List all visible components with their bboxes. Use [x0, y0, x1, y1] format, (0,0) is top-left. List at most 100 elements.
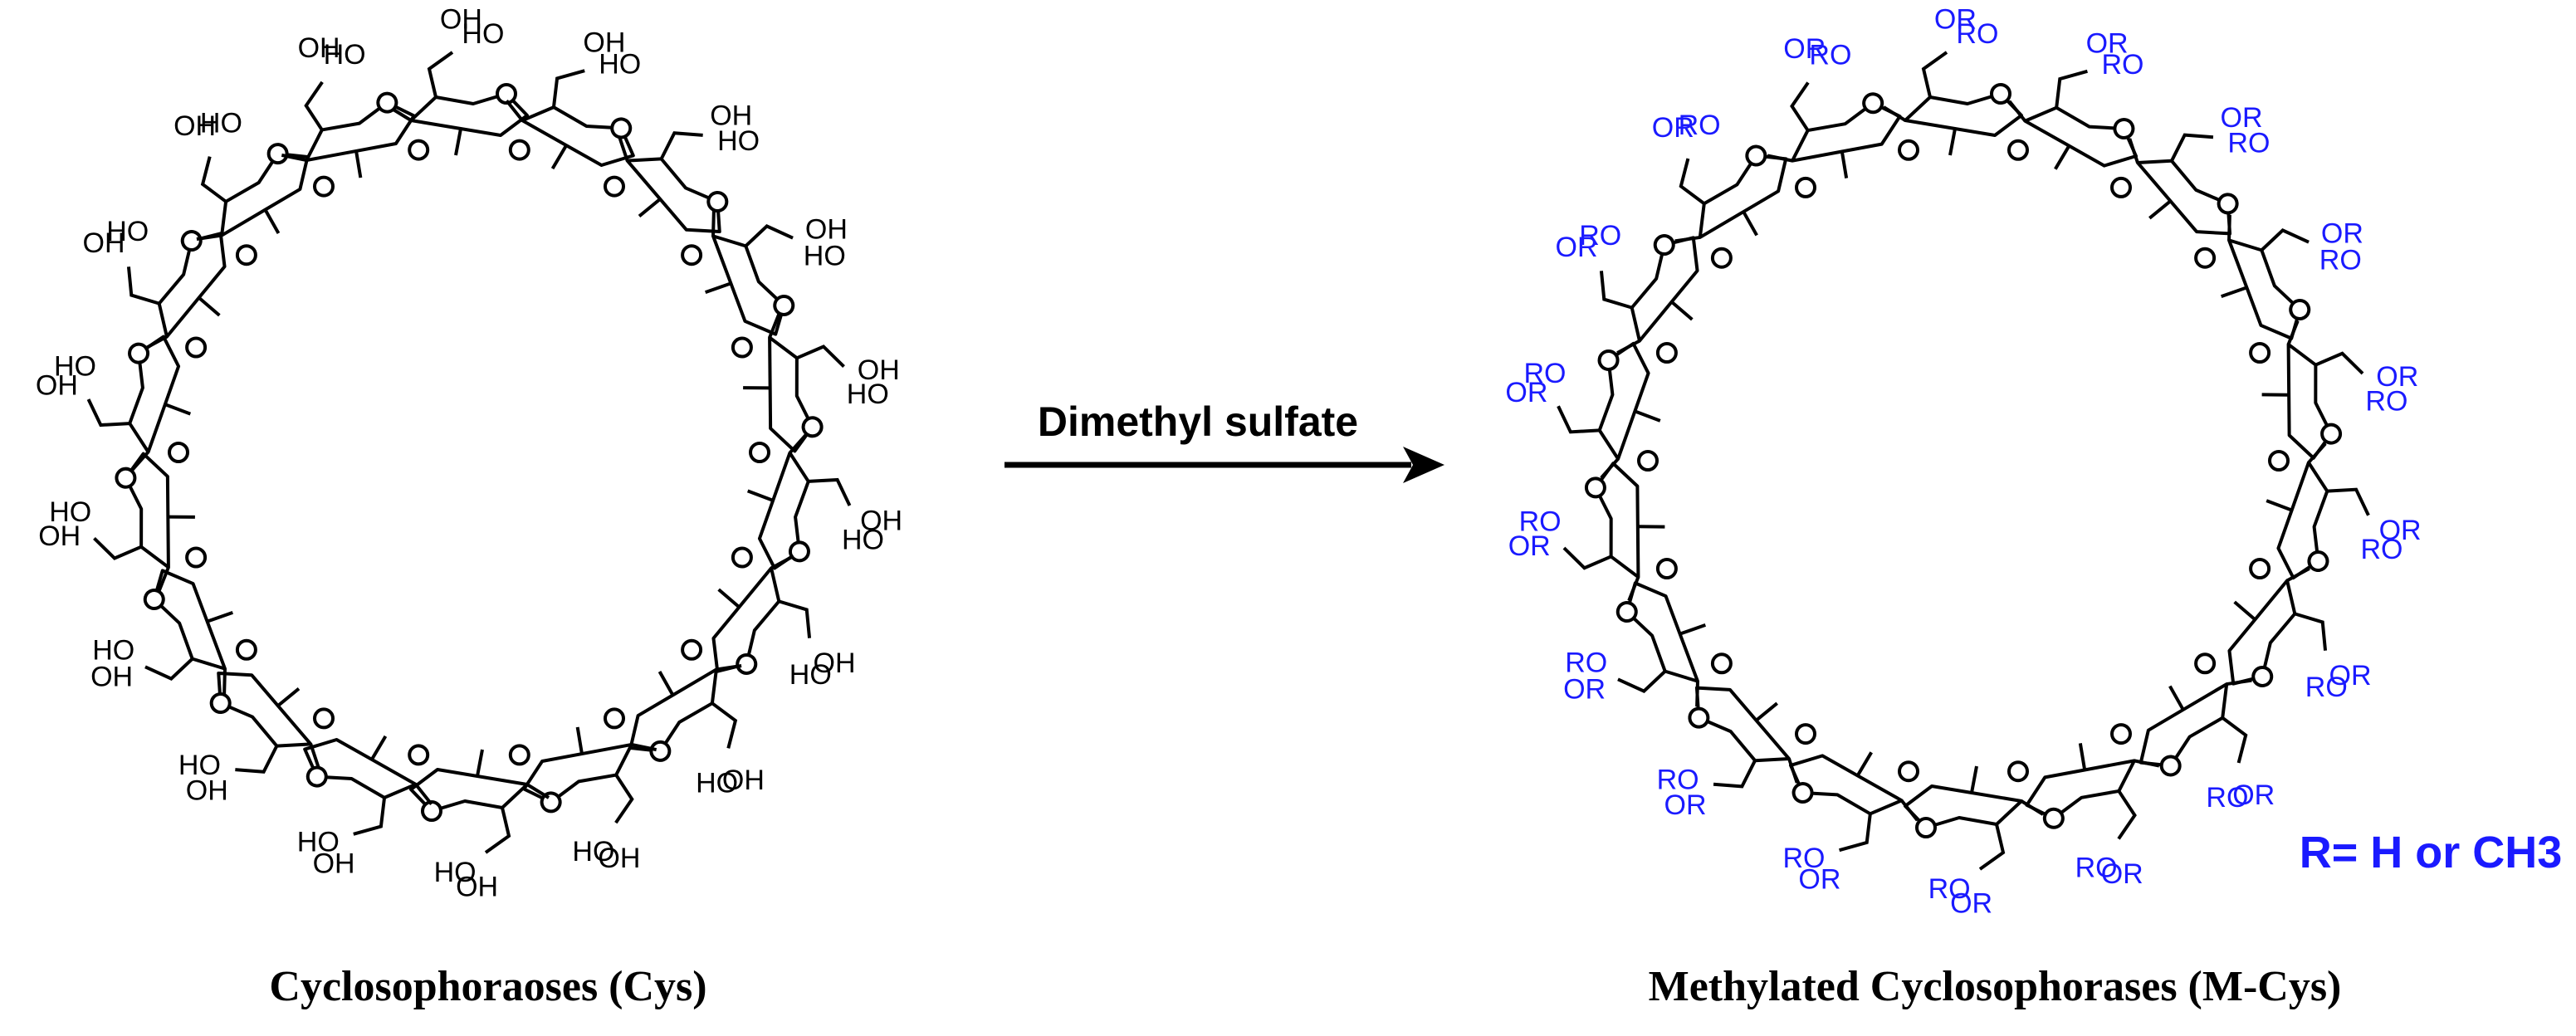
hydroxymethyl-bond — [144, 657, 194, 681]
hydroxyl-bond — [276, 687, 320, 770]
hydroxymethyl-bond — [484, 807, 511, 854]
hydroxymethyl-bond — [1790, 81, 1810, 132]
substituent-label: RO — [2361, 534, 2403, 565]
glycosidic-oxygen — [604, 175, 625, 198]
glycosidic-oxygen — [235, 638, 257, 661]
ring-oxygen — [2042, 807, 2065, 829]
hydroxymethyl-bond — [427, 51, 454, 98]
hydroxymethyl-bond — [2055, 69, 2088, 108]
methylated-cyclosophoraose-structure: ROORROORROORROORROORROORROORROORROORROOR… — [1505, 3, 2421, 919]
ring-oxygen — [1915, 817, 1937, 838]
substituent-label: OH — [313, 848, 355, 879]
substituent-label: OR — [1798, 864, 1840, 896]
hydroxymethyl-bond — [778, 599, 812, 638]
substituent-label: RO — [1524, 358, 1567, 389]
substituent-label: OH — [36, 370, 78, 402]
substituent-label: HO — [92, 635, 134, 667]
glycosidic-oxygen — [2110, 723, 2132, 745]
hydroxymethyl-bond — [200, 156, 227, 203]
substituent-label: HO — [717, 125, 760, 157]
ring-oxygen — [1791, 781, 1814, 804]
hydroxyl-bond — [2221, 214, 2248, 299]
hydroxymethyl-bond — [2170, 133, 2214, 162]
ring-oxygen — [1653, 234, 1675, 257]
hydroxymethyl-bond — [304, 81, 324, 131]
glycosidic-oxygen — [168, 442, 189, 463]
hydroxyl-bond — [743, 313, 781, 390]
hydroxymethyl-bond — [808, 477, 852, 506]
substituent-label: OR — [2101, 858, 2143, 890]
substituent-label: HO — [49, 496, 91, 528]
substituent-label: RO — [1519, 506, 1562, 538]
glucose-unit — [281, 81, 416, 178]
glycosidic-oxygen — [1710, 247, 1733, 269]
hydroxymethyl-bond — [2294, 612, 2328, 651]
hydroxymethyl-bond — [551, 69, 585, 108]
substituent-label: RO — [1679, 110, 1721, 141]
ring-oxygen — [773, 294, 795, 316]
ring-oxygen — [266, 143, 289, 165]
substituent-label: RO — [1579, 220, 1621, 252]
substituent-label: RO — [1809, 40, 1851, 71]
hydroxymethyl-bond — [1839, 814, 1872, 853]
substituent-label: OR — [2086, 27, 2129, 59]
hydroxymethyl-bond — [2327, 487, 2370, 516]
substituent-label: HO — [847, 379, 889, 410]
hydroxymethyl-bond — [1978, 823, 2006, 871]
substituent-label: RO — [2102, 49, 2144, 81]
pyranose-ring — [217, 672, 313, 748]
substituent-label: OH — [440, 3, 482, 35]
glycosidic-oxygen — [1655, 342, 1678, 364]
ring-oxygen — [209, 692, 232, 715]
glucose-unit — [1562, 462, 1665, 602]
ring-oxygen — [1615, 601, 1638, 623]
ring-oxygen — [1688, 706, 1710, 729]
glycosidic-oxygen — [235, 244, 257, 266]
ring-oxygen — [1745, 144, 1767, 167]
substituent-label: OR — [2221, 102, 2263, 134]
substituent-label: RO — [1956, 18, 1998, 50]
hydroxymethyl-bond — [796, 345, 845, 369]
hydroxyl-bond — [1600, 409, 1661, 479]
pyranose-ring — [220, 152, 310, 237]
glycosidic-oxygen — [2007, 760, 2029, 783]
hydroxyl-bond — [1674, 211, 1758, 243]
substituent-label: OR — [1508, 530, 1551, 562]
substituent-label: OR — [1556, 232, 1598, 263]
glucose-unit — [1788, 751, 1919, 853]
substituent-label: OH — [860, 505, 902, 536]
hydroxyl-bond — [1970, 765, 2045, 816]
glycosidic-oxygen — [731, 336, 753, 359]
glycosidic-oxygen — [749, 442, 770, 463]
glycosidic-oxygen — [1710, 652, 1733, 675]
substituent-label: HO — [789, 659, 832, 691]
ring-oxygen — [2320, 423, 2343, 445]
glycosidic-oxygen — [508, 744, 530, 766]
substituent-label: OH — [858, 354, 900, 386]
ring-oxygen — [376, 91, 398, 114]
hydroxyl-bond — [1855, 751, 1919, 822]
substituent-label: OR — [1563, 674, 1606, 706]
glucose-unit — [409, 749, 550, 854]
glucose-unit — [618, 131, 729, 233]
hydroxymethyl-bond — [93, 536, 142, 560]
hydroxyl-bond — [705, 210, 732, 295]
pyranose-ring — [152, 569, 227, 671]
substituent-label: HO — [696, 768, 738, 799]
ring-oxygen — [128, 342, 150, 364]
hydroxymethyl-bond — [711, 701, 738, 749]
glycosidic-oxygen — [1637, 450, 1659, 472]
ring-oxygen — [649, 740, 672, 762]
glucose-unit — [628, 664, 742, 762]
glycosidic-oxygen — [1795, 176, 1816, 198]
pyranose-ring — [1625, 581, 1699, 683]
hydroxymethyl-bond — [1557, 405, 1600, 434]
substituent-label: OR — [2329, 660, 2372, 691]
substituent-label: HO — [434, 857, 477, 888]
glucose-unit — [505, 69, 635, 170]
pyranose-ring — [2286, 342, 2334, 460]
hydroxyl-bond — [196, 208, 281, 241]
substituent-label: OR — [1652, 112, 1694, 144]
glucose-unit — [1882, 51, 2023, 156]
glucose-unit — [743, 313, 845, 453]
